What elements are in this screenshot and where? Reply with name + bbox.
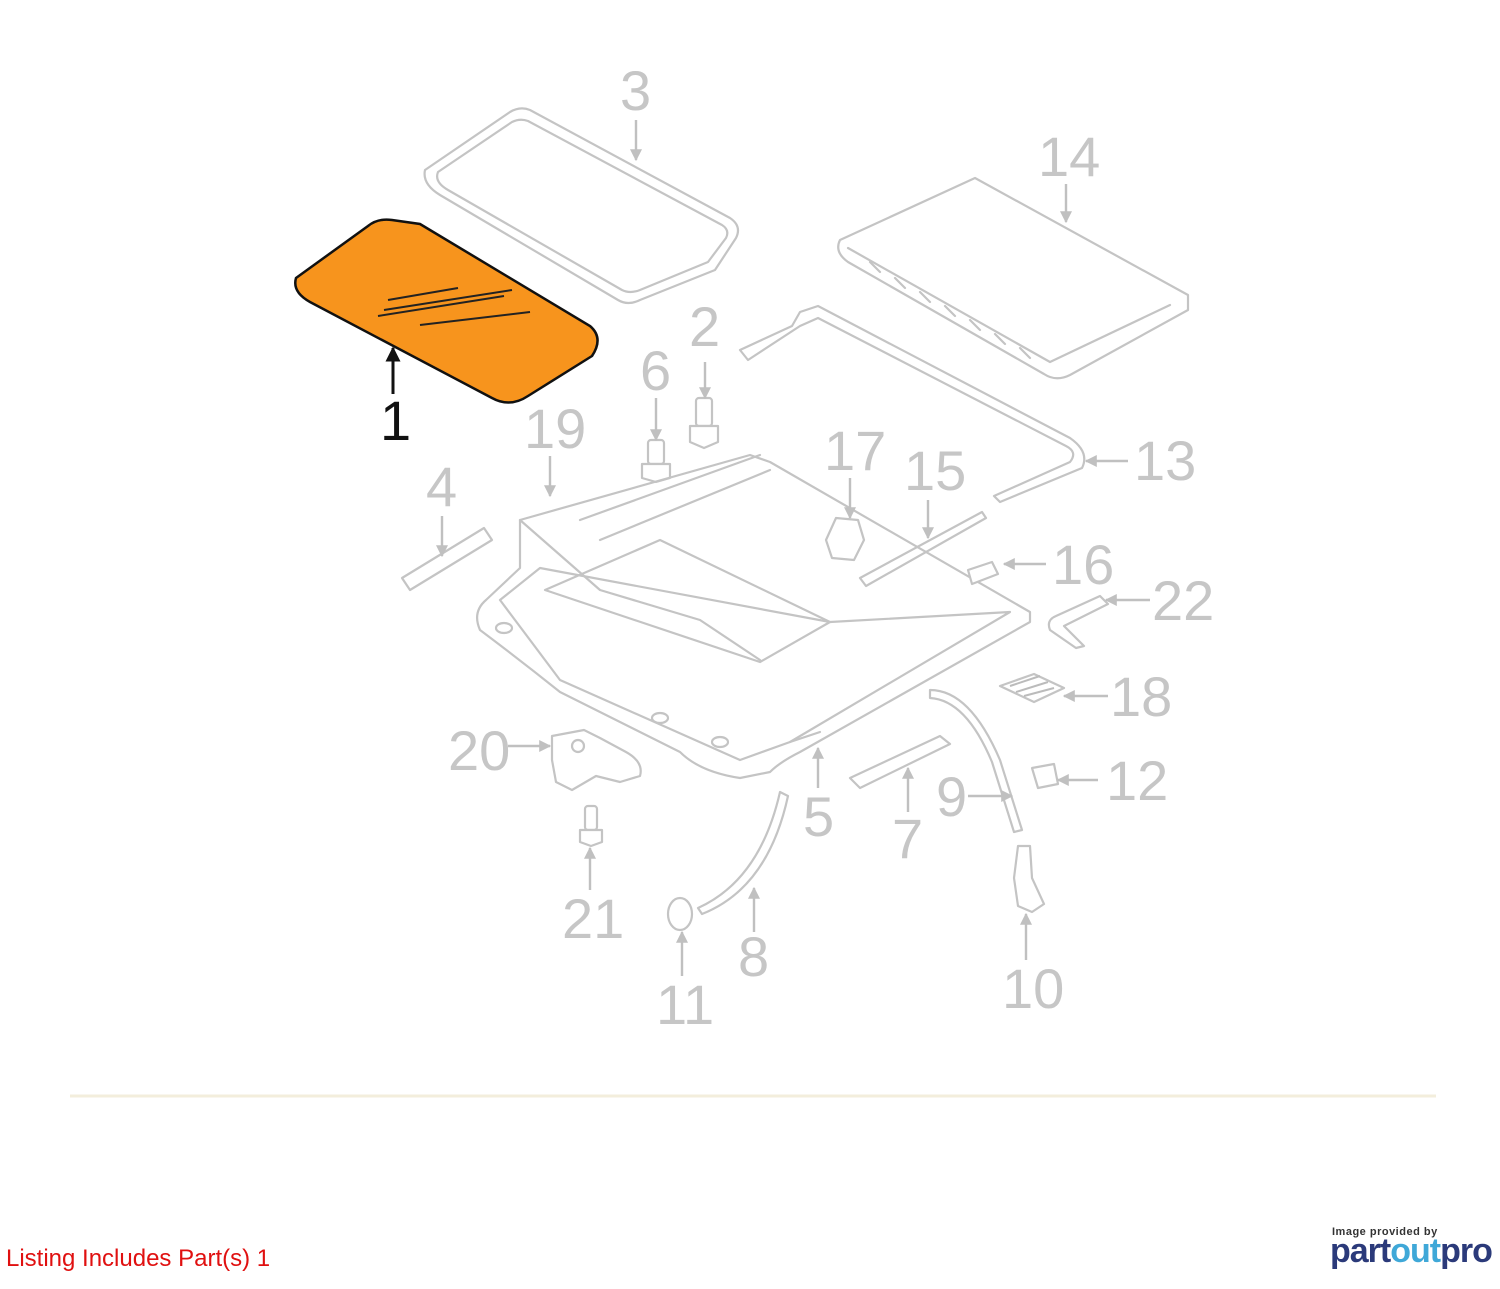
part-14-sunshade <box>837 176 1190 380</box>
callout-8: 8 <box>738 925 769 988</box>
part-6-bolt <box>640 438 672 484</box>
callout-2: 2 <box>689 295 720 358</box>
part-15-guide <box>858 510 988 588</box>
callout-17: 17 <box>824 419 886 482</box>
listing-includes-text: Listing Includes Part(s) 1 <box>6 1245 271 1272</box>
part-18-pad <box>998 672 1066 704</box>
leader-lines <box>385 120 1150 976</box>
part-17-clip <box>824 516 866 562</box>
part-21-screw <box>578 804 604 848</box>
partoutpro-logo: partoutpro <box>1330 1232 1493 1271</box>
callout-4: 4 <box>426 455 457 518</box>
logo-out: out <box>1390 1232 1441 1270</box>
part-1-glass-panel <box>294 218 599 404</box>
logo-part: part <box>1330 1232 1391 1270</box>
callout-14: 14 <box>1038 125 1100 188</box>
part-10-elbow <box>1012 844 1046 914</box>
callout-7: 7 <box>892 807 923 870</box>
part-8-hose <box>696 790 790 916</box>
callout-labels: 1 2 3 4 5 6 7 8 9 10 11 12 13 14 15 16 1… <box>380 59 1214 1036</box>
callout-20: 20 <box>448 719 510 782</box>
callout-12: 12 <box>1106 749 1168 812</box>
part-12-clip <box>1030 762 1060 790</box>
callout-5: 5 <box>803 785 834 848</box>
callout-6: 6 <box>640 339 671 402</box>
callout-18: 18 <box>1110 665 1172 728</box>
callout-10: 10 <box>1002 957 1064 1020</box>
part-3-seal <box>423 107 740 305</box>
callout-21: 21 <box>562 887 624 950</box>
callout-16: 16 <box>1052 533 1114 596</box>
logo-pro: pro <box>1440 1232 1493 1270</box>
callout-19: 19 <box>524 397 586 460</box>
callout-9: 9 <box>936 765 967 828</box>
part-22-hose <box>1047 594 1110 650</box>
callout-1: 1 <box>380 389 411 452</box>
image-credit-caption: Image provided by <box>1332 1226 1438 1238</box>
callout-15: 15 <box>904 439 966 502</box>
part-9-hose <box>928 688 1024 834</box>
part-2-bolt <box>688 396 720 450</box>
part-7-damper <box>848 734 952 790</box>
part-4-strip <box>400 526 494 592</box>
part-11-grommet <box>666 896 694 932</box>
callout-22: 22 <box>1152 569 1214 632</box>
part-13-rail <box>738 304 1086 504</box>
callout-3: 3 <box>620 59 651 122</box>
callout-11: 11 <box>656 973 714 1036</box>
part-16-bracket <box>966 560 1000 586</box>
callout-13: 13 <box>1134 429 1196 492</box>
main-frame <box>475 453 1032 780</box>
part-20-motor <box>550 728 642 792</box>
